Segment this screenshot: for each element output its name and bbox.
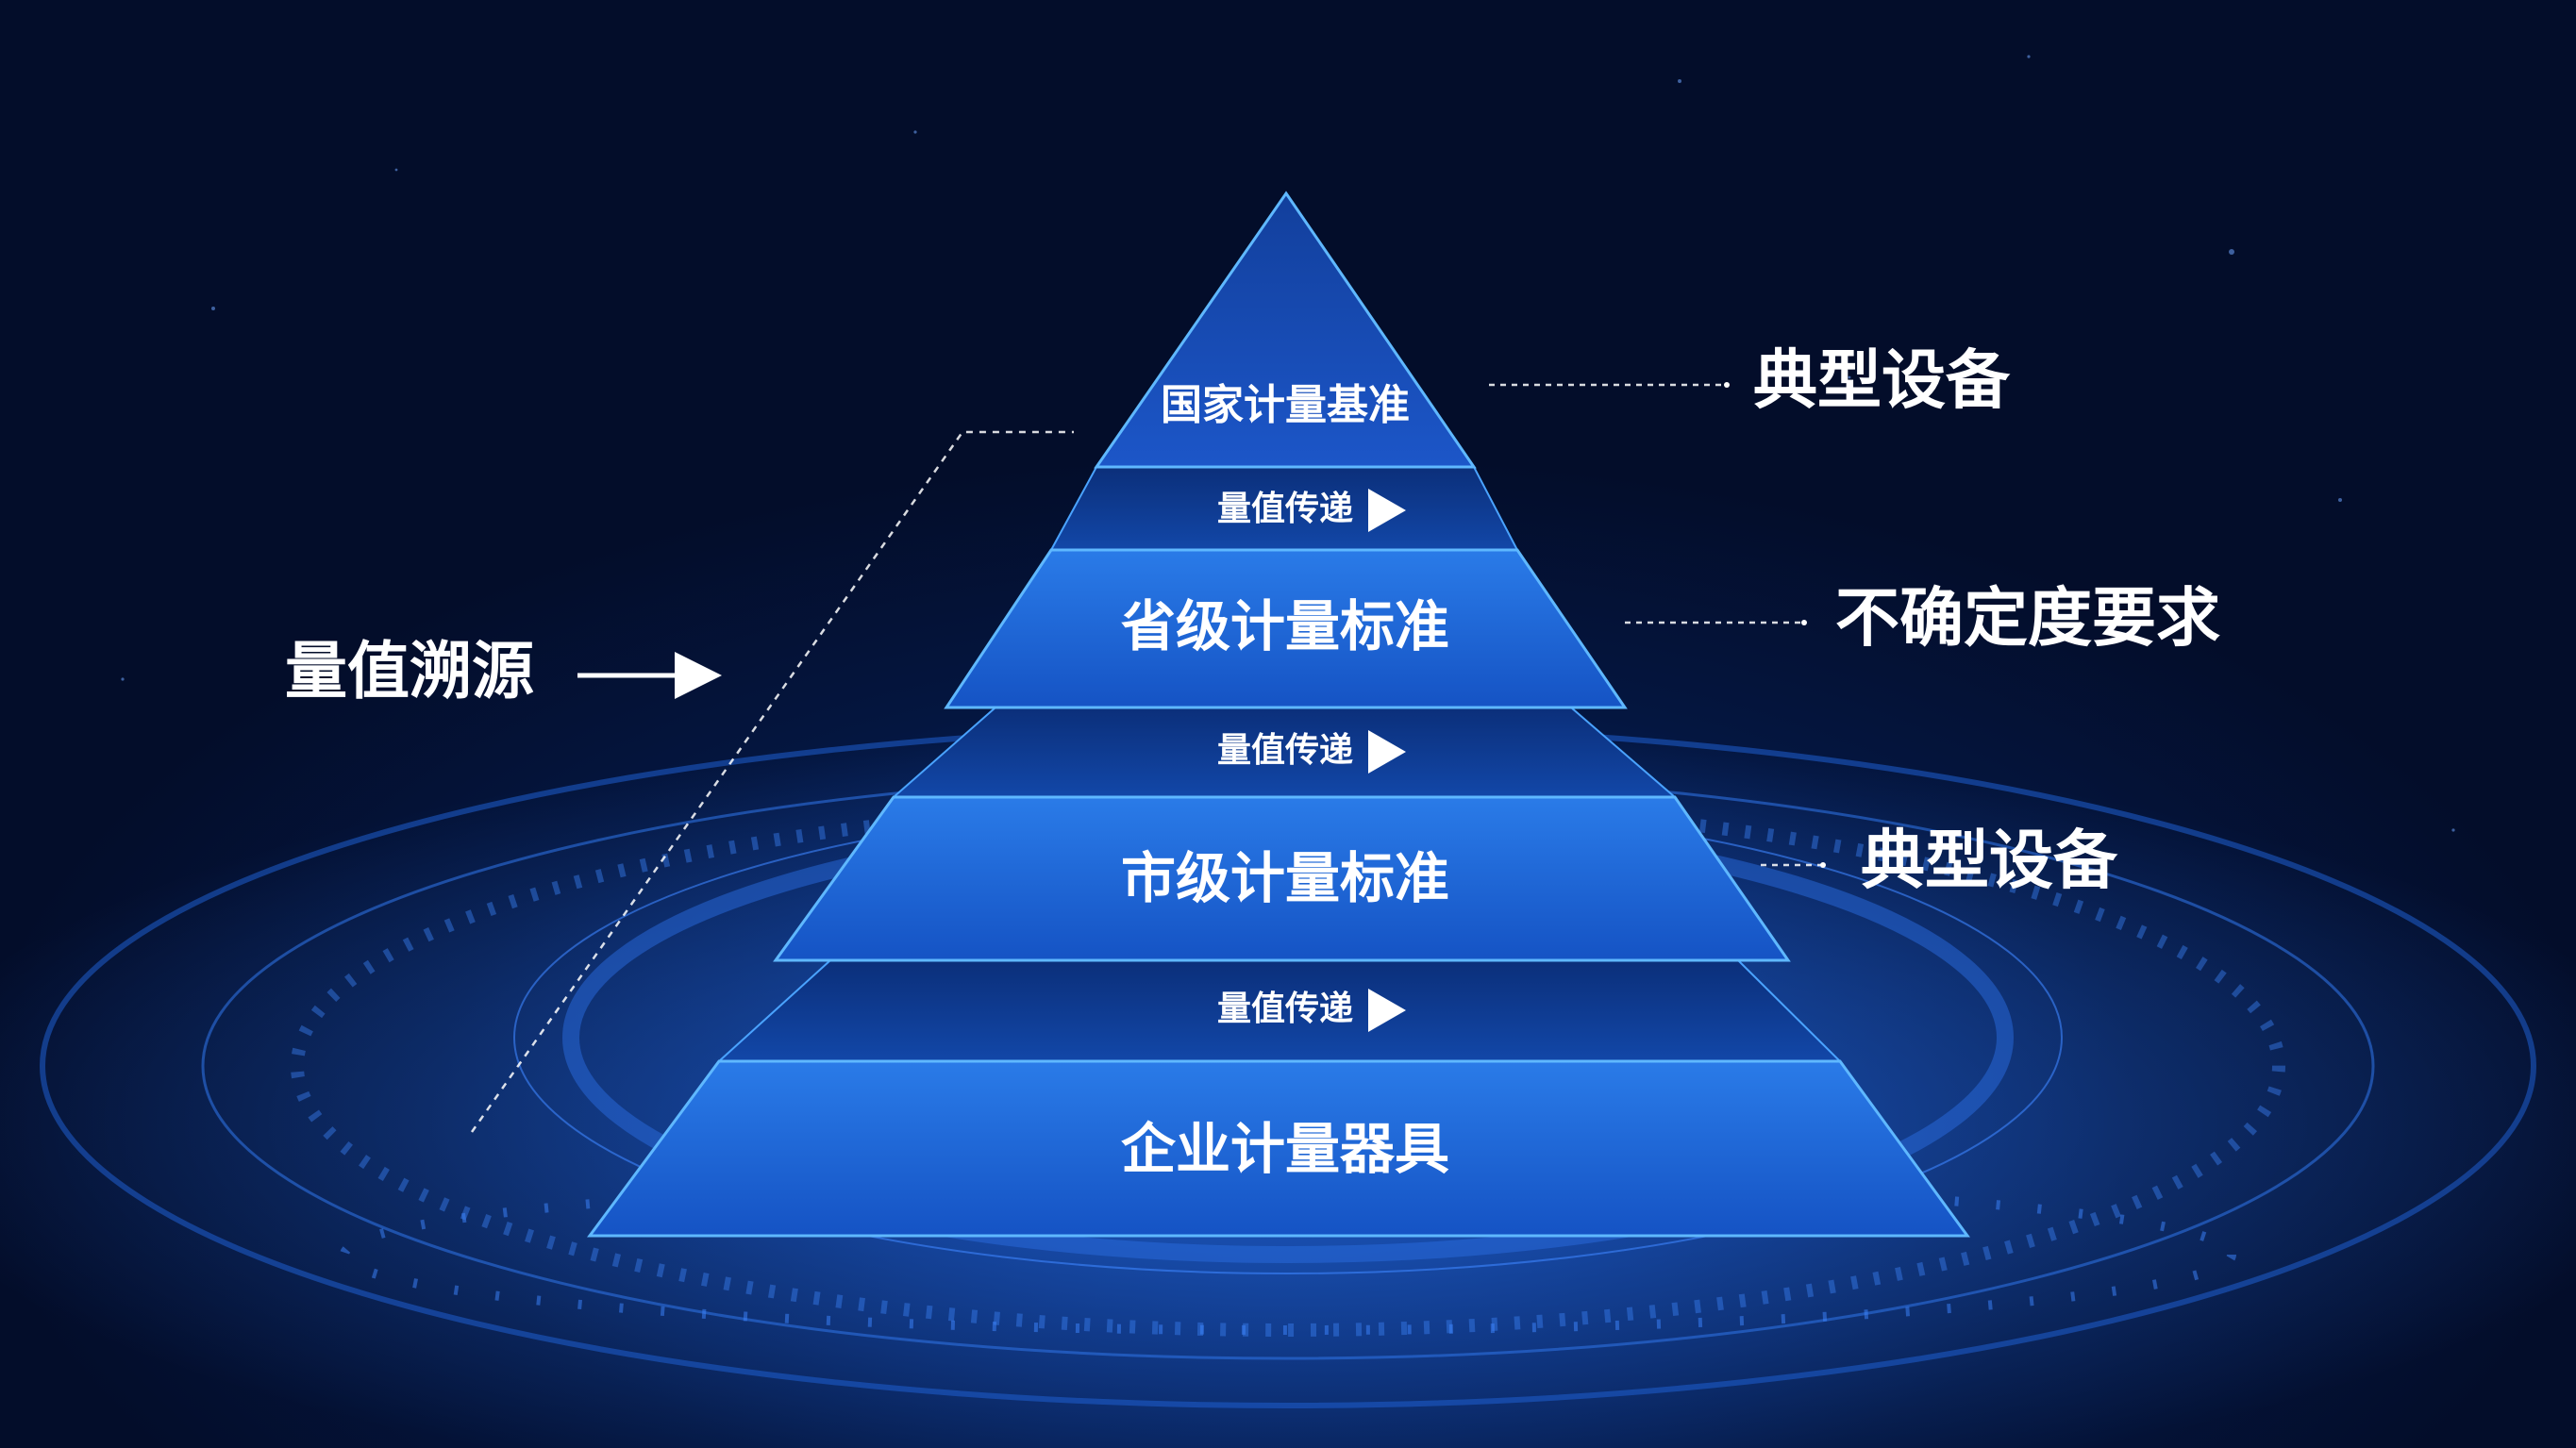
traceability-line [470,430,1074,1133]
transfer-marker-1: 量值传递 [1217,489,1406,532]
tier-label-enterprise: 企业计量器具 [1121,1117,1449,1181]
annotation-label-2: 不确定度要求 [1835,582,2220,657]
transfer-bands [716,466,1843,1062]
annotation-label-3: 典型设备 [1861,824,2118,899]
transfer-label: 量值传递 [1217,990,1353,1028]
tier-label-national: 国家计量基准 [1161,381,1410,429]
traceability-label: 量值溯源 [285,635,534,707]
tier-national[interactable] [1094,191,1477,469]
pyramid-tiers [587,191,1970,1238]
tier-enterprise[interactable] [587,1059,1970,1238]
tier-label-provincial: 省级计量标准 [1121,594,1449,658]
transfer-label: 量值传递 [1217,731,1353,770]
starfield [121,55,2455,832]
annotation-dot-2 [1801,620,1807,625]
play-icon [1368,730,1406,774]
tier-label-municipal: 市级计量标准 [1121,846,1449,910]
annotation-label-1: 典型设备 [1753,344,2011,419]
transfer-marker-3: 量值传递 [1217,989,1406,1032]
tier-provincial[interactable] [944,548,1628,709]
play-icon [1368,489,1406,532]
play-icon [1368,989,1406,1032]
transfer-label: 量值传递 [1217,490,1353,528]
transfer-marker-2: 量值传递 [1217,730,1406,774]
annotation-dot-3 [1820,862,1826,868]
annotation-dot-1 [1724,382,1730,388]
tier-municipal[interactable] [773,795,1791,962]
